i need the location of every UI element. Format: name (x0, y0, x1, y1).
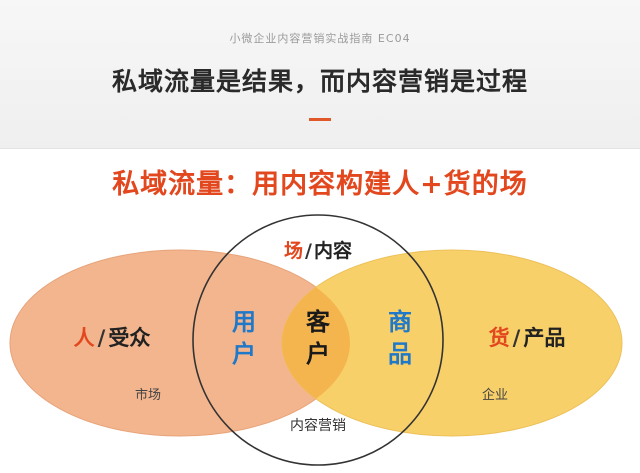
diagram-headline: 私域流量：用内容构建人+货的场 (112, 169, 528, 200)
inner-left-char-1: 用 (232, 308, 256, 336)
header-band: 小微企业内容营销实战指南 EC04 私域流量是结果，而内容营销是过程 (0, 0, 640, 149)
center-char-2: 户 (306, 340, 330, 368)
title-divider (309, 118, 331, 121)
left-caption: 市场 (135, 387, 161, 403)
inner-left-char-2: 户 (232, 340, 256, 368)
series-subtitle: 小微企业内容营销实战指南 EC04 (229, 32, 411, 45)
right-label: 货/产品 (489, 326, 566, 350)
right-caption: 企业 (482, 387, 508, 403)
bottom-caption: 内容营销 (290, 417, 346, 434)
center-char-1: 客 (306, 308, 331, 336)
inner-right-char-1: 商 (388, 308, 412, 336)
left-label: 人/受众 (74, 326, 151, 350)
inner-right-char-2: 品 (388, 340, 412, 368)
top-label: 场/内容 (284, 239, 352, 262)
page-title: 私域流量是结果，而内容营销是过程 (111, 67, 528, 96)
middle-circle-scene (192, 214, 444, 466)
